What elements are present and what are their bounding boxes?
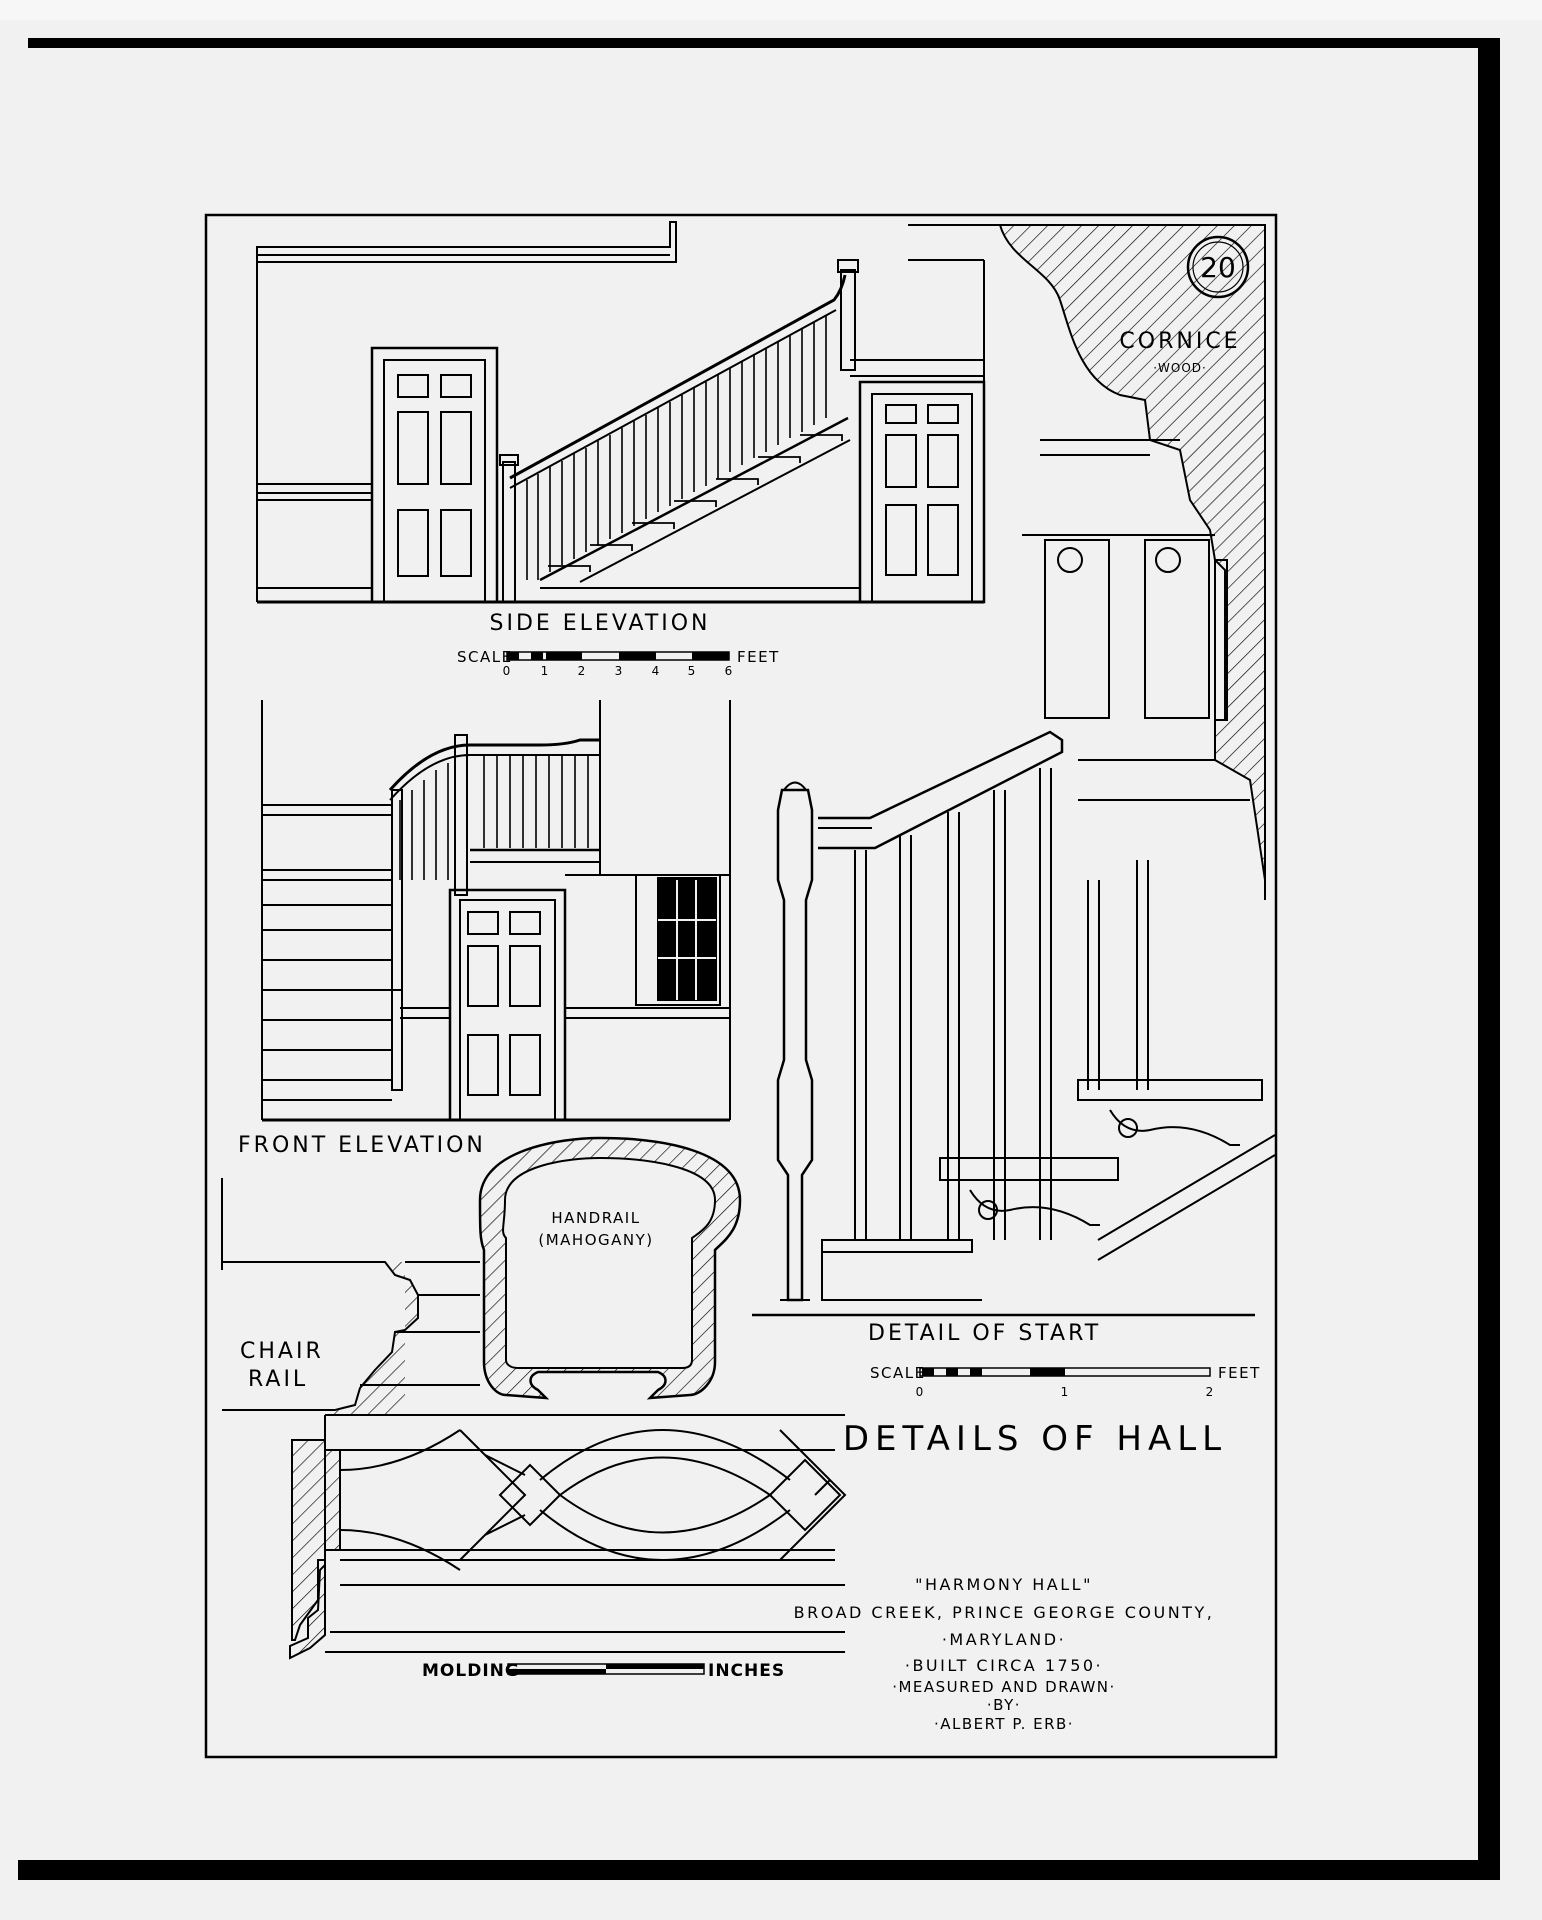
chair-rail-section [221, 1178, 480, 1415]
side-tick-4: 4 [652, 664, 661, 678]
title-block: "HARMONY HALL" BROAD CREEK, PRINCE GEORG… [794, 1575, 1215, 1733]
title-block-built: ·BUILT CIRCA 1750· [905, 1656, 1103, 1675]
sheet-border [204, 213, 1278, 1759]
title-block-measured: ·MEASURED AND DRAWN· [892, 1678, 1116, 1696]
side-scale-bar: SCALE FEET 0 1 2 3 4 5 6 [457, 648, 780, 678]
detail-of-start-view [752, 730, 1276, 1317]
title-block-location: BROAD CREEK, PRINCE GEORGE COUNTY, [794, 1603, 1215, 1622]
start-scale-unit: FEET [1218, 1364, 1261, 1382]
side-tick-2: 2 [578, 664, 587, 678]
side-tick-5: 5 [688, 664, 697, 678]
molding-frieze [289, 1414, 847, 1660]
front-elevation-view [261, 700, 731, 1122]
drawing-title: DETAILS OF HALL [843, 1419, 1227, 1459]
cornice-label: CORNICE [1119, 329, 1240, 354]
detail-of-start-label: DETAIL OF START [868, 1321, 1101, 1346]
front-elevation-label: FRONT ELEVATION [238, 1133, 486, 1158]
title-block-name: "HARMONY HALL" [915, 1575, 1093, 1594]
side-tick-6: 6 [725, 664, 734, 678]
side-tick-1: 1 [541, 664, 550, 678]
title-block-author: ·ALBERT P. ERB· [934, 1715, 1074, 1733]
handrail-material: (MAHOGANY) [538, 1231, 653, 1249]
start-scale-label: SCALE [870, 1364, 926, 1382]
cornice-view [908, 224, 1266, 900]
side-elevation-view [256, 221, 986, 604]
title-block-by: ·BY· [987, 1696, 1021, 1714]
molding-scale-bar: MOLDING INCHES [422, 1661, 785, 1681]
start-tick-0: 0 [916, 1385, 925, 1399]
molding-scale-label: MOLDING [422, 1661, 520, 1681]
side-tick-0: 0 [503, 664, 512, 678]
molding-scale-unit: INCHES [708, 1661, 785, 1681]
start-scale-bar: SCALE FEET 0 1 2 [870, 1364, 1261, 1399]
handrail-section [478, 1136, 742, 1400]
chair-rail-label-1: CHAIR [240, 1339, 324, 1364]
photo-frame [18, 38, 1500, 1880]
title-block-state: ·MARYLAND· [942, 1630, 1066, 1649]
side-elevation-label: SIDE ELEVATION [489, 611, 710, 636]
side-scale-unit: FEET [737, 648, 780, 666]
start-tick-1: 1 [1061, 1385, 1070, 1399]
cornice-material: ·WOOD· [1153, 361, 1207, 375]
handrail-label: HANDRAIL [551, 1209, 640, 1227]
chair-rail-label-2: RAIL [248, 1367, 308, 1392]
side-tick-3: 3 [615, 664, 624, 678]
side-scale-label: SCALE [457, 648, 513, 666]
start-tick-2: 2 [1206, 1385, 1215, 1399]
